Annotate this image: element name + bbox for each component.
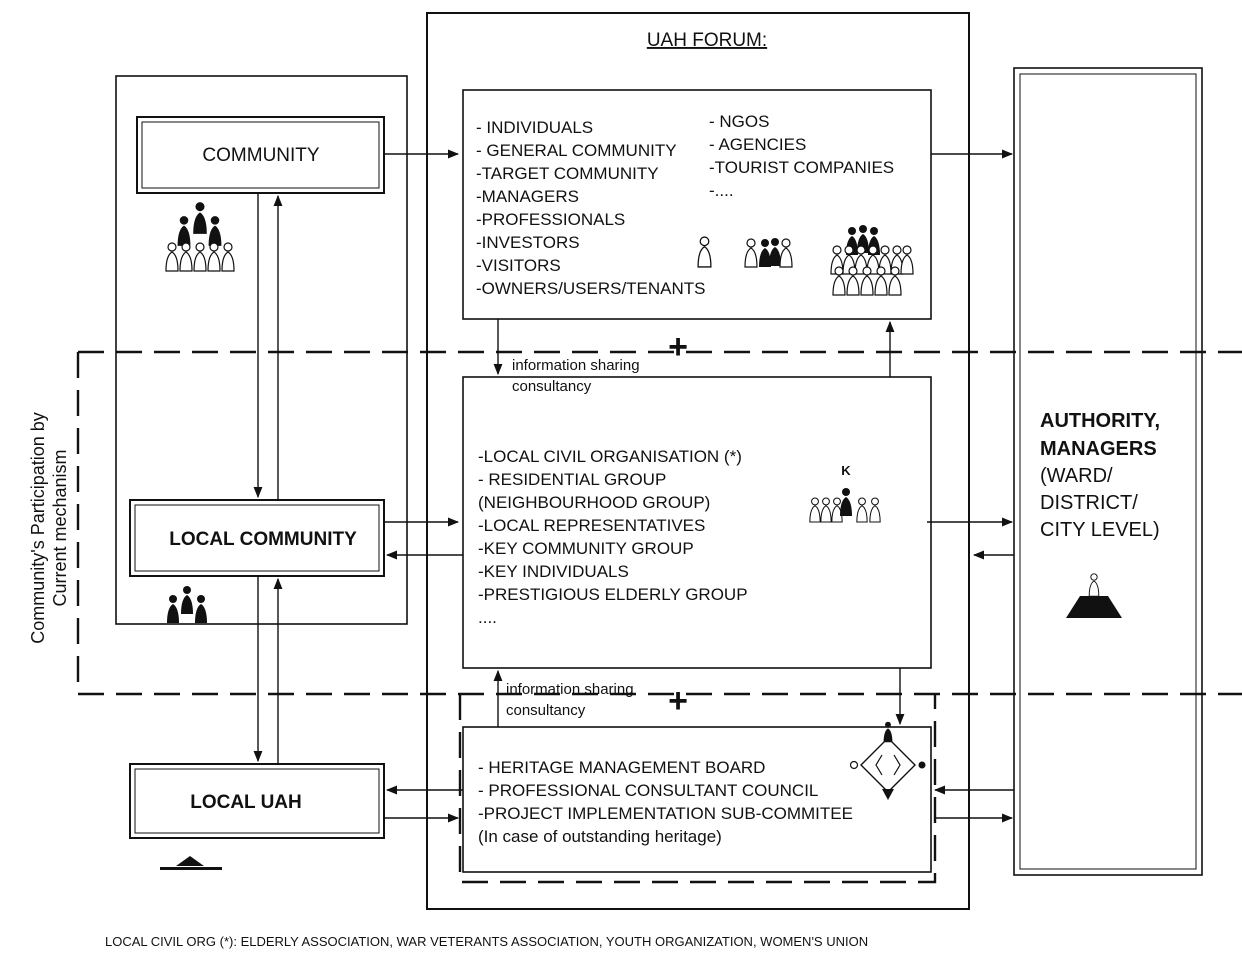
list-item: - HERITAGE MANAGEMENT BOARD: [478, 758, 765, 777]
heritage-board-list: - HERITAGE MANAGEMENT BOARD - PROFESSION…: [478, 758, 853, 846]
community-box-outer: [136, 116, 385, 194]
participation-dashed-region: [76, 350, 1242, 696]
heritage-dashed-frame: [458, 694, 937, 884]
list-item: -PROJECT IMPLEMENTATION SUB-COMMITEE: [478, 804, 853, 823]
list-item: -TARGET COMMUNITY: [476, 164, 659, 183]
side-label: Community's Participation by Current mec…: [28, 412, 70, 644]
list-item: - RESIDENTIAL GROUP: [478, 470, 666, 489]
local-uah-box-outer: [129, 763, 385, 839]
authority-label: AUTHORITY, MANAGERS (WARD/ DISTRICT/ CIT…: [1040, 410, 1160, 541]
plus-sign-top: +: [668, 328, 688, 366]
list-item: - NGOS: [709, 112, 769, 131]
forum-title: UAH FORUM:: [647, 30, 767, 51]
community-people-icon: [165, 202, 235, 272]
list-item: -LOCAL REPRESENTATIVES: [478, 516, 705, 535]
list-item: (In case of outstanding heritage): [478, 827, 722, 846]
individual-person-icon: [697, 236, 712, 268]
list-item: (NEIGHBOURHOOD GROUP): [478, 493, 710, 512]
plus-sign-bottom: +: [668, 682, 688, 720]
local-community-people-icon: [167, 586, 207, 623]
authority-line: DISTRICT/: [1040, 492, 1138, 514]
list-item: -MANAGERS: [476, 187, 579, 206]
authority-line: CITY LEVEL): [1040, 519, 1160, 541]
list-item: -LOCAL CIVIL ORGANISATION (*): [478, 447, 742, 466]
local-community-box-outer: [129, 499, 385, 577]
authority-podium-icon: [1066, 573, 1122, 618]
list-item: - AGENCIES: [709, 135, 806, 154]
community-box-inner: [141, 121, 380, 189]
list-item: -KEY COMMUNITY GROUP: [478, 539, 694, 558]
list-item: - PROFESSIONAL CONSULTANT COUNCIL: [478, 781, 818, 800]
side-label-line1: Community's Participation by: [28, 412, 48, 644]
local-community-label: LOCAL COMMUNITY: [169, 529, 357, 550]
roundtable-icon: [849, 721, 926, 800]
authority-line: AUTHORITY,: [1040, 410, 1160, 432]
uah-forum-frame: [426, 12, 970, 910]
list-item: -PROFESSIONALS: [476, 210, 625, 229]
heritage-board-box: [462, 726, 932, 873]
local-uah-building-icon: [160, 856, 222, 870]
key-marker: K: [841, 463, 851, 478]
local-community-box-inner: [134, 504, 380, 572]
info-sharing-2-line1: information sharing: [506, 681, 634, 698]
authority-box-outer: [1013, 67, 1203, 876]
local-uah-label: LOCAL UAH: [190, 792, 302, 813]
list-item: -PRESTIGIOUS ELDERLY GROUP: [478, 585, 748, 604]
crowd-icon: [830, 225, 914, 296]
list-item: -VISITORS: [476, 256, 561, 275]
list-item: -TOURIST COMPANIES: [709, 158, 894, 177]
list-item: - INDIVIDUALS: [476, 118, 593, 137]
side-label-line2: Current mechanism: [50, 449, 70, 606]
stakeholders-box: [462, 89, 932, 320]
stakeholders-list: - INDIVIDUALS - GENERAL COMMUNITY -TARGE…: [476, 112, 894, 298]
community-label: COMMUNITY: [202, 145, 319, 166]
local-uah-box-inner: [134, 768, 380, 834]
small-group-icon: [744, 238, 793, 268]
info-sharing-2-line2: consultancy: [506, 702, 586, 719]
list-item: -....: [709, 181, 734, 200]
authority-box-inner: [1019, 73, 1197, 870]
list-item: ....: [478, 608, 497, 627]
info-sharing-1-line1: information sharing: [512, 357, 640, 374]
list-item: -KEY INDIVIDUALS: [478, 562, 629, 581]
key-group-icon: [809, 488, 881, 523]
list-item: -INVESTORS: [476, 233, 580, 252]
list-item: -OWNERS/USERS/TENANTS: [476, 279, 706, 298]
info-sharing-1-line2: consultancy: [512, 378, 592, 395]
authority-line: MANAGERS: [1040, 438, 1157, 460]
local-groups-list: -LOCAL CIVIL ORGANISATION (*) - RESIDENT…: [478, 447, 748, 627]
list-item: - GENERAL COMMUNITY: [476, 141, 677, 160]
footnote: LOCAL CIVIL ORG (*): ELDERLY ASSOCIATION…: [105, 934, 868, 949]
community-group-container: [115, 75, 408, 625]
authority-line: (WARD/: [1040, 465, 1113, 487]
